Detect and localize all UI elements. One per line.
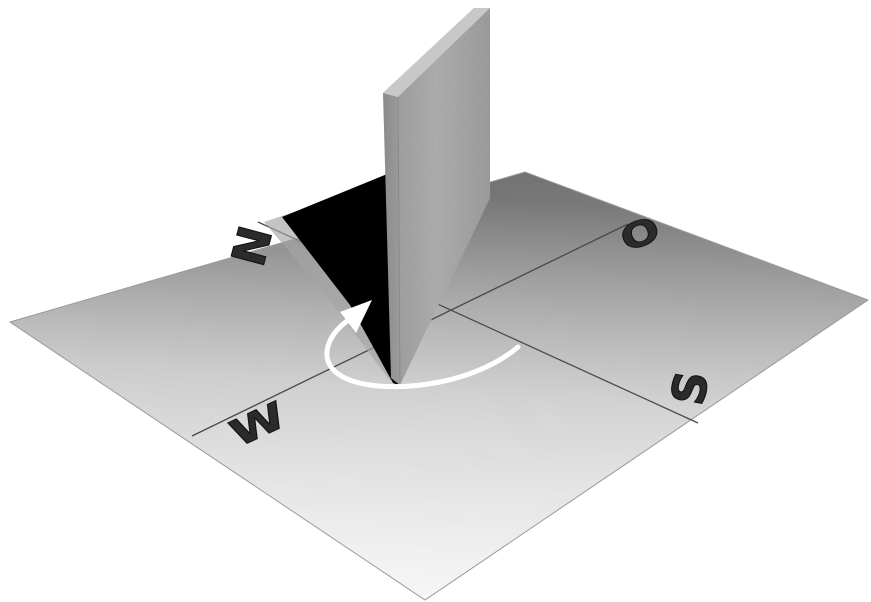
sundial-diagram: N O S W <box>0 0 871 602</box>
sundial-scene: N O S W <box>0 0 871 602</box>
